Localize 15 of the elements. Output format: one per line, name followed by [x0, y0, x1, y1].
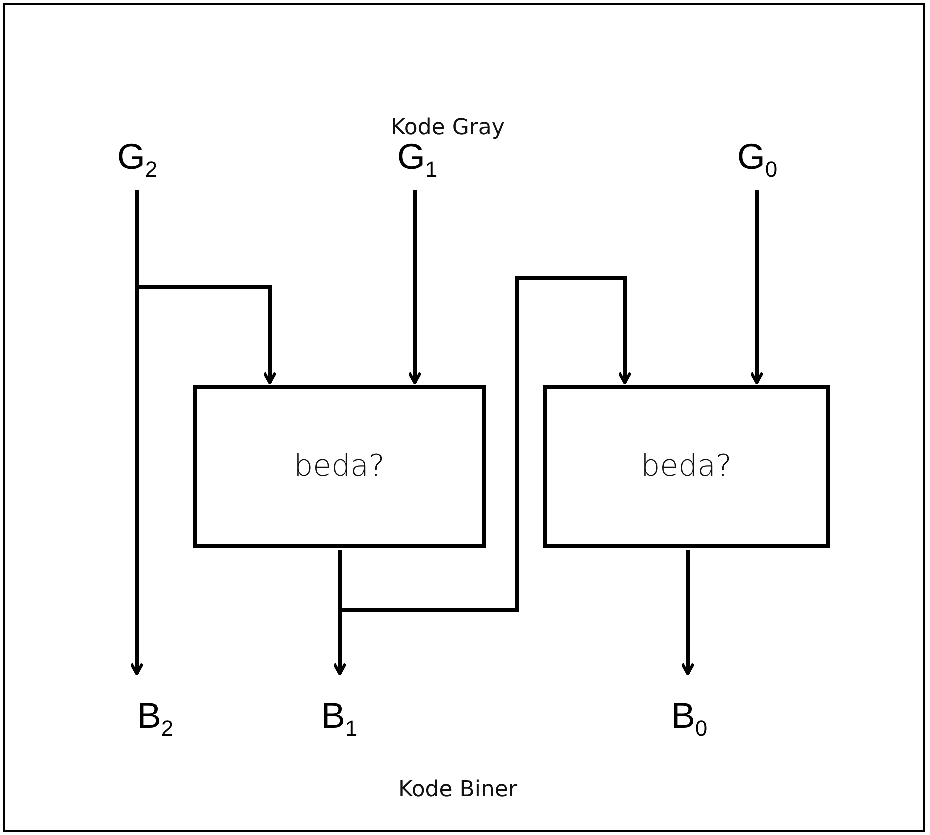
arrow — [135, 190, 277, 384]
process-box — [543, 385, 830, 548]
process-box — [193, 385, 486, 548]
arrow — [408, 190, 422, 384]
signal-label: B$_{1}$ — [321, 694, 358, 742]
arrow — [338, 276, 632, 612]
arrow — [750, 190, 764, 384]
signal-label: B$_{2}$ — [137, 694, 174, 742]
signal-label: G$_{2}$ — [117, 136, 158, 182]
caption-text: Kode Biner — [398, 778, 518, 802]
process-label: beda? — [294, 449, 385, 484]
process-label: beda? — [641, 449, 732, 484]
signal-label: B$_{0}$ — [671, 694, 708, 742]
signal-label: G$_{0}$ — [737, 136, 778, 182]
arrow — [681, 550, 695, 676]
